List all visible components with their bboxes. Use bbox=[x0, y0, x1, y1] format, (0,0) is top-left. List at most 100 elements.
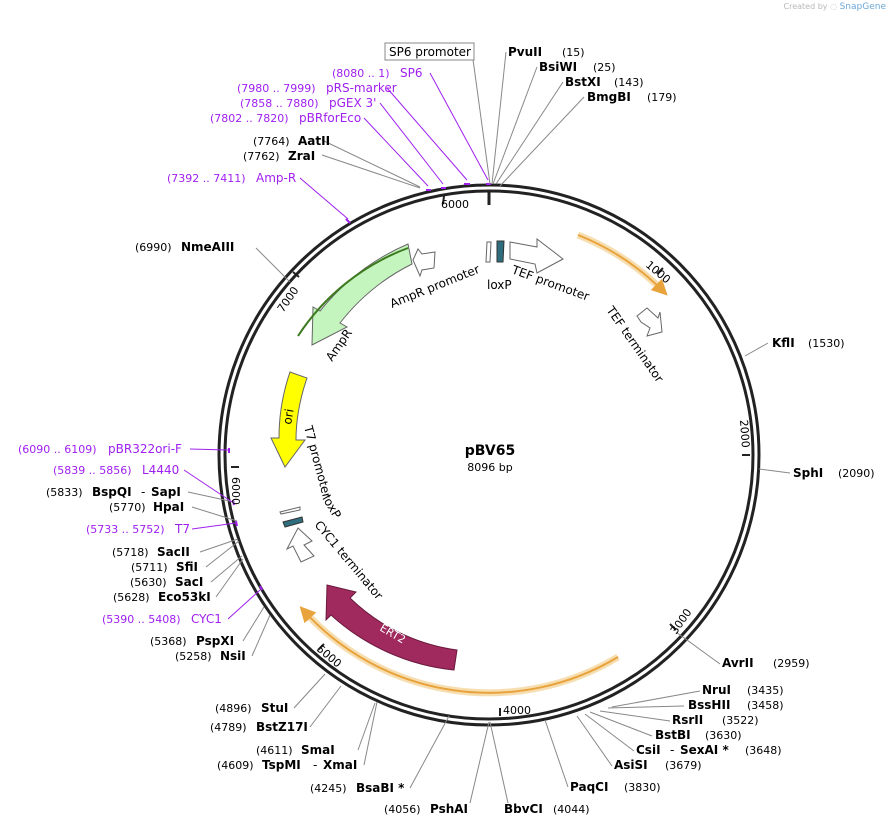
enzyme-paqci: PaqCI bbox=[570, 780, 608, 794]
enzyme-stui-pos: (4896) bbox=[215, 702, 252, 715]
enzyme-bbvci: BbvCI bbox=[504, 802, 543, 816]
enzyme-saci: SacI bbox=[175, 575, 203, 589]
leader-lines bbox=[187, 51, 791, 804]
enzyme-bbvci-pos: (4044) bbox=[553, 803, 590, 816]
primer-cyc1-range: (5390 .. 5408) bbox=[102, 613, 181, 626]
enzyme-eco53ki: Eco53kI bbox=[158, 590, 211, 604]
enzyme-bsabi-pos: (4245) bbox=[310, 782, 347, 795]
enzyme-bsiwi-pos: (25) bbox=[593, 61, 616, 74]
enzyme-sfii-pos: (5711) bbox=[131, 561, 168, 574]
enzyme-smai: SmaI bbox=[301, 743, 335, 757]
enzyme-bstbi: BstBI bbox=[655, 728, 691, 742]
primer-t7: T7 bbox=[174, 522, 190, 536]
enzyme-pvuii: PvuII bbox=[508, 45, 542, 59]
primer-prs-marker: pRS-marker bbox=[326, 81, 397, 95]
sp6-promoter-box bbox=[384, 42, 475, 61]
sp6-promoter-label: SP6 promoter bbox=[389, 45, 471, 59]
enzyme-tspmi: TspMI bbox=[262, 758, 301, 772]
tef-promoter-arrow bbox=[509, 237, 564, 274]
primer-amp-r-range: (7392 .. 7411) bbox=[167, 172, 246, 185]
tick-label-6000-top: 6000 bbox=[441, 198, 469, 211]
loxp-1-label: loxP bbox=[487, 278, 512, 292]
enzyme-sfii: SfiI bbox=[176, 560, 198, 574]
enzyme-bstz17i-pos: (4789) bbox=[210, 721, 247, 734]
ert2-arrow bbox=[325, 584, 458, 671]
enzyme-stui: StuI bbox=[261, 701, 288, 715]
cyc1-terminator-label: CYC1 terminator bbox=[312, 518, 386, 602]
tef-promoter-label: TEF promoter bbox=[509, 262, 591, 303]
enzyme-bsshii: BssHII bbox=[688, 698, 730, 712]
enzyme-bmgbi-pos: (179) bbox=[647, 91, 677, 104]
enzyme-avrii-pos: (2959) bbox=[773, 657, 810, 670]
loxp-1-arrow bbox=[496, 240, 505, 263]
t7-promoter-label: T7 promoter bbox=[301, 423, 334, 500]
enzyme-aatii-pos: (7764) bbox=[253, 135, 290, 148]
enzyme-csii: CsiI bbox=[636, 743, 661, 757]
tick-label-2000: 2000 bbox=[737, 419, 752, 448]
ampr-promoter-arrow bbox=[412, 248, 436, 278]
primer-l4440: L4440 bbox=[142, 463, 179, 477]
enzyme-sphi-pos: (2090) bbox=[838, 467, 875, 480]
enzyme-pvuii-pos: (15) bbox=[562, 46, 585, 59]
orf-arc-bottom-line bbox=[299, 606, 619, 694]
enzyme-hpai: HpaI bbox=[153, 500, 184, 514]
enzyme-bstbi-pos: (3630) bbox=[705, 729, 742, 742]
enzyme-tspmi-sep: - bbox=[313, 758, 317, 772]
enzyme-nmeaiii: NmeAIII bbox=[181, 240, 234, 254]
enzyme-sapi: SapI bbox=[151, 485, 181, 499]
tick-label-7000: 7000 bbox=[275, 284, 302, 314]
primer-pbrforeco-range: (7802 .. 7820) bbox=[210, 112, 289, 125]
enzyme-eco53ki-pos: (5628) bbox=[113, 591, 150, 604]
plasmid-length: 8096 bp bbox=[467, 461, 512, 474]
primer-pgex3-range: (7858 .. 7880) bbox=[240, 97, 319, 110]
enzyme-paqci-pos: (3830) bbox=[624, 781, 661, 794]
attribution-prefix: Created by bbox=[783, 2, 828, 11]
ori-arrow bbox=[270, 371, 308, 468]
primer-sp6: SP6 bbox=[400, 66, 423, 80]
tick-label-3000: 3000 bbox=[668, 606, 695, 636]
enzyme-xmai: XmaI bbox=[323, 758, 357, 772]
loxp-2-label: loxP bbox=[319, 493, 343, 521]
primer-sp6-range: (8080 .. 1) bbox=[332, 67, 390, 80]
tef-terminator-label: TEF terminator bbox=[603, 303, 666, 385]
enzyme-aatii: AatII bbox=[298, 134, 330, 148]
primer-prs-marker-range: (7980 .. 7999) bbox=[237, 82, 316, 95]
enzyme-zrai: ZraI bbox=[288, 149, 315, 163]
enzyme-sphi: SphI bbox=[793, 466, 823, 480]
enzyme-zrai-pos: (7762) bbox=[243, 150, 280, 163]
amp-r-arrow bbox=[311, 243, 413, 346]
primer-leader-lines bbox=[183, 72, 489, 620]
loxp-2-arrow bbox=[282, 516, 304, 528]
primer-pbr322ori-f-range: (6090 .. 6109) bbox=[18, 443, 97, 456]
enzyme-pspxi-pos: (5368) bbox=[150, 635, 187, 648]
ring-ticks bbox=[231, 195, 750, 716]
enzyme-asisi: AsiSI bbox=[614, 758, 648, 772]
enzyme-pshai: PshAI bbox=[430, 802, 468, 816]
enzyme-avrii: AvrII bbox=[722, 656, 754, 670]
enzyme-bstxi: BstXI bbox=[565, 75, 601, 89]
primer-marks bbox=[228, 183, 491, 591]
enzyme-nrui-pos: (3435) bbox=[747, 684, 784, 697]
enzyme-bsshii-pos: (3458) bbox=[747, 699, 784, 712]
enzyme-pspxi: PspXI bbox=[196, 634, 234, 648]
tick-label-6000: 6000 bbox=[229, 477, 242, 505]
loxp-1-small bbox=[485, 241, 492, 263]
enzyme-smai-pos: (4611) bbox=[256, 744, 293, 757]
enzyme-tspmi-pos: (4609) bbox=[217, 759, 254, 772]
enzyme-csii-pos: (3648) bbox=[745, 744, 782, 757]
loxp-2-small bbox=[279, 506, 301, 515]
enzyme-bstz17i: BstZ17I bbox=[256, 720, 308, 734]
tef-terminator-arrow bbox=[636, 307, 663, 337]
enzyme-nsii-pos: (5258) bbox=[175, 650, 212, 663]
enzyme-bmgbi: BmgBI bbox=[587, 90, 631, 104]
primer-cyc1: CYC1 bbox=[191, 612, 222, 626]
plasmid-name: pBV65 bbox=[465, 443, 515, 459]
enzyme-bspqi-sep: - bbox=[141, 485, 145, 499]
orf-arc-top-right-line bbox=[577, 234, 668, 296]
enzyme-nsii: NsiI bbox=[220, 649, 246, 663]
attribution-brand: SnapGene bbox=[839, 2, 886, 12]
enzyme-rsrii-pos: (3522) bbox=[722, 714, 759, 727]
enzyme-saci-pos: (5630) bbox=[130, 576, 167, 589]
enzyme-hpai-pos: (5770) bbox=[109, 501, 146, 514]
